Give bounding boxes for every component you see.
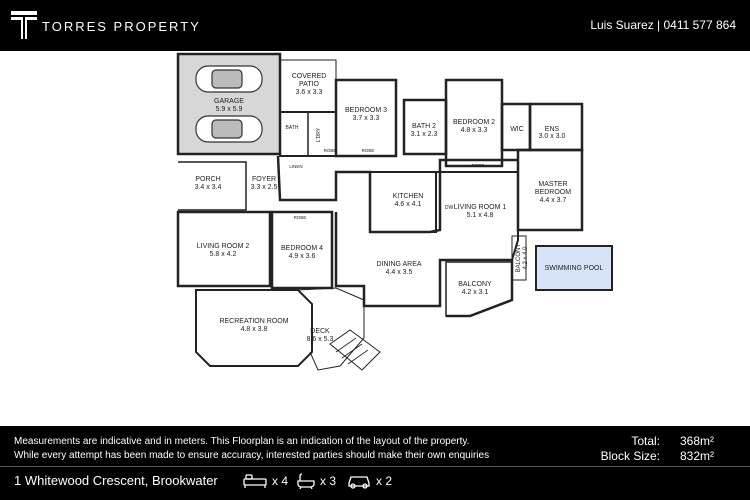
robe-label-3: ROBE [472,163,485,168]
patio-dims: 3.6 x 3.3 [296,89,323,96]
kitchen-area [369,171,437,233]
bathrooms-feature: x 3 [296,473,336,489]
recreation-room [195,289,313,367]
kitchen-dims: 4.6 x 4.1 [395,201,422,208]
block-size-value: 832m² [680,449,715,463]
bedroom3-dims: 3.7 x 3.3 [353,115,380,122]
balcony2-label: BALCONY [516,244,522,273]
pool-label: SWIMMING POOL [545,265,604,272]
brand-name: TORRES PROPERTY [42,19,201,34]
bedroom4-room [270,210,334,290]
porch-dims: 3.4 x 3.4 [195,184,222,191]
disclaimer-line-1: Measurements are indicative and in meter… [14,436,470,447]
ens-label: ENS [545,126,560,133]
deck-label: DECK [310,328,330,335]
total-value: 368m² [680,434,715,448]
recreation-dims: 4.8 x 3.8 [241,326,268,333]
bath2-dims: 3.1 x 2.3 [411,131,438,138]
living1-dims: 5.1 x 4.8 [467,212,494,219]
patio-label-1: COVERED [292,73,327,80]
robe-label-2: ROBE [362,148,375,153]
porch-label: PORCH [195,176,220,183]
dining-label: DINING AREA [376,261,421,268]
torres-logo-icon [11,11,37,39]
balcony-dims: 4.2 x 3.1 [462,289,489,296]
bathrooms-count: x 3 [320,474,337,488]
swimming-pool [535,245,613,291]
bedroom3-room [334,78,398,158]
deck-dims: 8.6 x 5.3 [307,336,334,343]
living2-label: LIVING ROOM 2 [197,243,250,250]
bedrooms-feature: x 4 [242,473,288,489]
block-size-label: Block Size: [600,449,660,463]
balcony2-dims: 4.2 x 4.0 [523,246,529,270]
living1-label: LIVING ROOM 1 [454,204,507,211]
kitchen-label: KITCHEN [393,193,424,200]
car-icon [195,65,263,143]
master-label-2: BEDROOM [535,189,571,196]
garage-dims: 5.9 x 5.9 [216,106,243,113]
car-feature-icon [348,476,370,489]
living2-room [176,210,272,288]
bedroom2-dims: 4.8 x 3.3 [461,127,488,134]
linen-label: LINEN [289,164,302,169]
robe-label-4: ROBE [294,215,307,220]
robe-label-1: ROBE [324,148,337,153]
bed-icon [243,474,267,488]
agent-contact: Luis Suarez | 0411 577 864 [590,18,736,32]
garage-label: GARAGE [214,98,244,105]
master-dims: 4.4 x 3.7 [540,197,567,204]
bedroom3-label: BEDROOM 3 [345,107,387,114]
balcony-area [445,261,513,317]
deck-area [297,287,365,371]
floorplan: GARAGE 5.9 x 5.9 COVERED PATIO 3.6 x 3.3… [176,52,613,371]
dishwasher-label: DW [445,205,454,211]
carspaces-count: x 2 [376,474,393,488]
bedroom2-label: BEDROOM 2 [453,119,495,126]
total-label: Total: [631,434,660,448]
bedrooms-count: x 4 [272,474,289,488]
dining-dims: 4.4 x 3.5 [386,269,413,276]
bath-icon [297,473,315,489]
carspaces-feature: x 2 [346,473,392,489]
living2-dims: 5.8 x 4.2 [210,251,237,258]
disclaimer-line-2: While every attempt has been made to ens… [14,450,490,461]
footer-bar: Measurements are indicative and in meter… [0,426,750,500]
balcony-label: BALCONY [458,281,492,288]
bath-label: BATH [286,125,299,131]
foyer-label: FOYER [252,176,276,183]
master-label-1: MASTER [538,181,567,188]
footer-divider [0,466,750,467]
bedroom4-dims: 4.9 x 3.6 [289,253,316,260]
wic-label: WIC [510,126,524,133]
property-address: 1 Whitewood Crescent, Brookwater [14,473,218,488]
foyer-dims: 3.3 x 2.5 [251,184,278,191]
bath2-label: BATH 2 [412,123,436,130]
ens-dims: 3.0 x 3.0 [539,133,566,140]
recreation-label: RECREATION ROOM [219,318,288,325]
bedroom4-label: BEDROOM 4 [281,245,323,252]
patio-label-2: PATIO [299,81,320,88]
header-bar: TORRES PROPERTY Luis Suarez | 0411 577 8… [0,0,750,51]
laundry-label: L'DRY [316,127,322,142]
